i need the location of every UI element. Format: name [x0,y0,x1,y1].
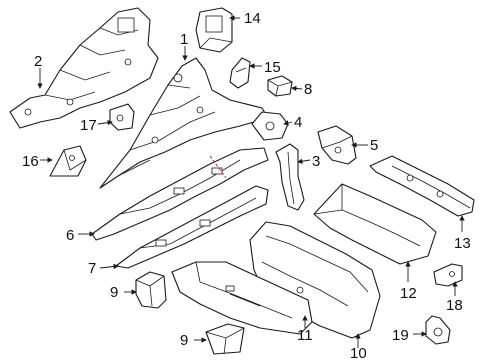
part-9-bracket-upper [135,271,167,309]
part-6-side-rail [91,147,269,241]
callout-16: 16 [22,153,39,170]
part-12-cross-member [313,183,437,265]
callout-18: 18 [446,297,463,314]
leader-lines [37,15,465,348]
callout-2: 2 [34,53,42,70]
callout-labels: 1 2 3 4 5 6 7 8 9 9 10 11 12 13 14 15 16… [22,10,471,360]
part-8-block [267,75,293,97]
part-15-bracket [229,57,251,89]
callout-10: 10 [350,345,367,360]
part-1-inner-panel [99,57,269,189]
callout-8: 8 [304,81,312,98]
part-16-bracket [49,145,87,177]
callout-19: 19 [392,327,409,344]
callout-7: 7 [88,260,96,277]
part-17-bracket [109,103,135,131]
callout-12: 12 [400,285,417,302]
callout-9-upper: 9 [110,284,118,301]
part-9-bracket-lower [205,323,245,355]
callout-6: 6 [66,227,74,244]
callout-3: 3 [312,153,320,170]
part-11-floor-pan [171,261,313,335]
part-3-reinforcement [275,143,305,211]
part-7-side-rail [115,185,269,269]
callout-13: 13 [454,235,471,252]
callout-11: 11 [297,327,313,344]
callout-17: 17 [80,117,97,134]
part-13-cross-member [369,155,475,217]
callout-5: 5 [370,137,378,154]
part-2-rear-rail-assembly [9,7,159,129]
part-4-bracket [251,111,289,141]
callout-15: 15 [264,59,281,76]
part-14-bracket [195,7,233,53]
part-19-tab [425,315,451,345]
callout-9-lower: 9 [180,332,188,349]
callout-4: 4 [294,114,302,131]
part-18-bracket [433,263,463,287]
callout-14: 14 [244,10,261,27]
part-5-bracket [317,125,357,165]
callout-1: 1 [180,31,188,48]
